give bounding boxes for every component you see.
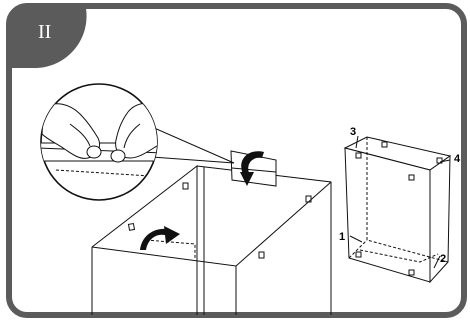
step-label: II [38,21,51,43]
fold-arrow-icon [240,151,264,186]
step-badge [9,6,87,69]
large-box [91,164,332,315]
small-box [343,136,452,284]
callout-1: 1 [339,231,345,243]
rotate-arrow-icon [140,226,180,250]
zoom-detail [40,83,158,201]
callout-4: 4 [454,153,461,165]
callout-leaders [349,135,451,269]
zoom-pointer [151,126,235,164]
callout-3: 3 [350,126,356,138]
callout-2: 2 [440,253,446,265]
